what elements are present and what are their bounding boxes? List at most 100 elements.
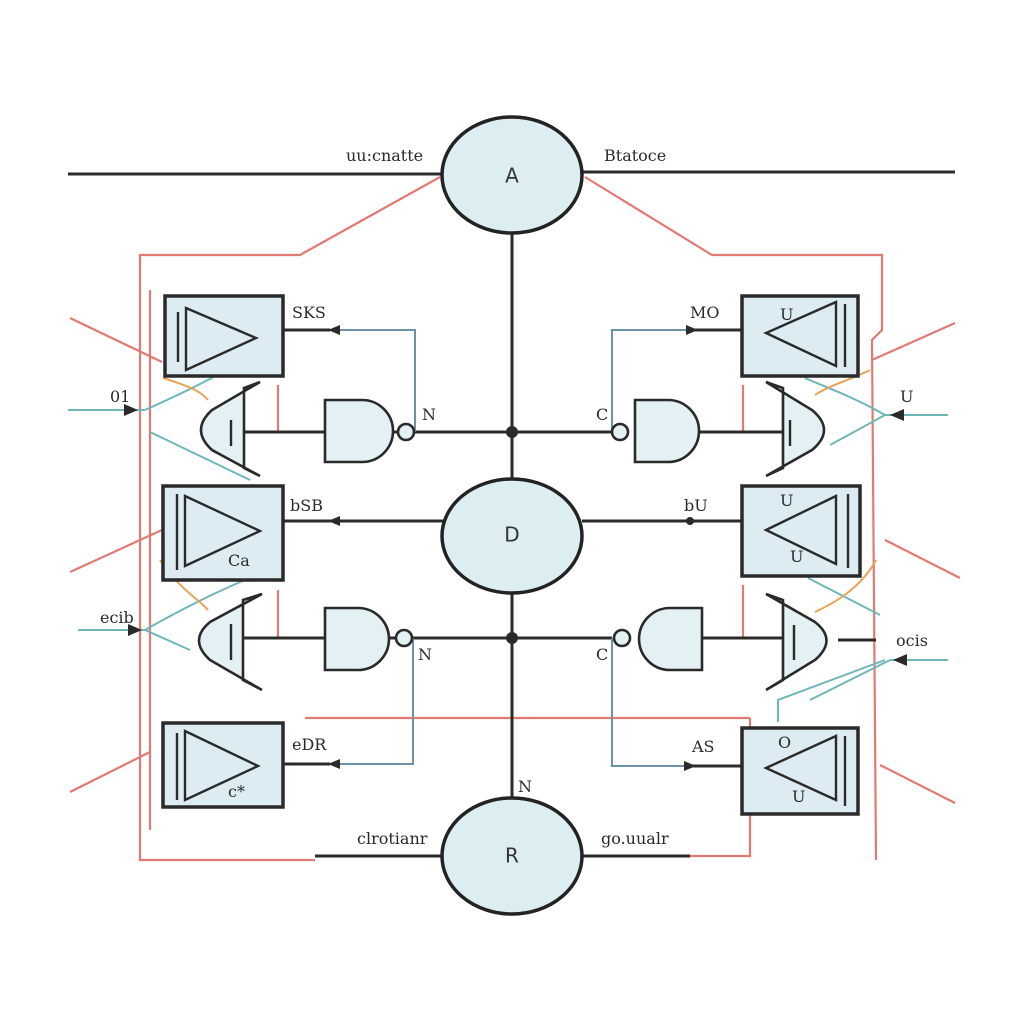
nand-gate-icon[interactable] bbox=[633, 398, 701, 464]
amp-box[interactable] bbox=[740, 726, 860, 816]
labels: uu:cnatte Btatoce clrotianr go.uualr SKS… bbox=[100, 146, 928, 848]
main-bus bbox=[68, 170, 955, 858]
amp-left-1[interactable] bbox=[163, 294, 285, 378]
gate-label-right-upper: C bbox=[596, 405, 608, 424]
arrow-in-right-2 bbox=[893, 654, 907, 666]
red-wire-diag-r1 bbox=[871, 321, 956, 362]
teal-curve-r2 bbox=[807, 577, 881, 616]
red-wire-diag-l3 bbox=[69, 751, 151, 793]
comparator-shape[interactable] bbox=[765, 380, 826, 478]
amp-label-left-2: bSB bbox=[290, 496, 323, 515]
orange-wire-r1 bbox=[814, 369, 871, 396]
signal-wires bbox=[68, 325, 948, 771]
nand-left-lower[interactable] bbox=[323, 606, 414, 672]
amplifier-triangle-icon bbox=[183, 729, 261, 802]
red-wire-diag-l1 bbox=[69, 317, 163, 363]
inverter-bubble bbox=[610, 422, 630, 442]
comparator-left-1[interactable] bbox=[199, 380, 325, 478]
node-d-ellipse[interactable] bbox=[440, 477, 584, 595]
red-wire-top-right bbox=[584, 176, 884, 861]
input-label-left-lower: ecib bbox=[100, 608, 134, 627]
orange-wire-r2 bbox=[814, 559, 877, 613]
arrow-left-2 bbox=[328, 516, 340, 526]
amp-right-3[interactable]: O U bbox=[740, 726, 860, 816]
gate-label-right-lower: C bbox=[596, 645, 608, 664]
teal-wire-r3 bbox=[777, 659, 886, 722]
nand-gate-icon[interactable] bbox=[323, 606, 391, 672]
nand-gate-icon[interactable] bbox=[637, 606, 704, 672]
amp-label-right-2: bU bbox=[684, 496, 708, 515]
red-wire-diag-r3 bbox=[879, 764, 956, 804]
comparator-right-1[interactable] bbox=[700, 380, 826, 478]
bus-label-top-left: uu:cnatte bbox=[346, 146, 423, 165]
amp-box[interactable] bbox=[163, 294, 285, 378]
input-label-left-upper: 01 bbox=[110, 387, 130, 406]
inverter-bubble bbox=[612, 628, 632, 648]
arrow-in-left-2 bbox=[128, 624, 142, 636]
nand-left-upper[interactable] bbox=[323, 398, 416, 464]
amp-left-2[interactable]: Ca bbox=[161, 484, 285, 582]
amp-left-3[interactable]: c* bbox=[161, 721, 285, 809]
nand-right-upper[interactable] bbox=[610, 398, 701, 464]
comparator-right-2[interactable] bbox=[702, 592, 876, 692]
amp-label-left-3: eDR bbox=[292, 735, 327, 754]
gate-label-left-upper: N bbox=[422, 405, 436, 424]
junction-upper bbox=[506, 426, 518, 438]
arrow-in-right-1 bbox=[890, 409, 904, 421]
amp-box[interactable] bbox=[161, 721, 285, 809]
arrow-right-1 bbox=[686, 325, 698, 335]
comparator-shape[interactable] bbox=[765, 592, 828, 692]
nand-gate-icon[interactable] bbox=[323, 398, 395, 464]
amp-inner-label: c* bbox=[228, 782, 245, 801]
node-tap-label: N bbox=[518, 777, 532, 796]
red-wire-top-left bbox=[138, 176, 441, 862]
amp-label-right-1: MO bbox=[690, 303, 720, 322]
node-a-label: A bbox=[505, 164, 519, 188]
teal-curve-r1 bbox=[804, 377, 886, 416]
arrow-in-left-1 bbox=[124, 404, 138, 416]
amplifier-triangle-icon bbox=[763, 494, 838, 566]
node-a[interactable]: A bbox=[440, 115, 584, 235]
teal-curve-r2b bbox=[809, 659, 891, 701]
bus-label-top-right: Btatoce bbox=[604, 146, 666, 165]
amplifier-triangle-icon bbox=[184, 306, 259, 372]
amplifier-triangle-icon bbox=[763, 300, 838, 368]
amp-inner-label: Ca bbox=[228, 551, 250, 570]
amp-right-1[interactable]: U bbox=[740, 294, 860, 378]
feedback-left-1 bbox=[330, 329, 416, 432]
amp-inner-label-top: O bbox=[778, 733, 791, 752]
node-r-ellipse[interactable] bbox=[440, 796, 584, 916]
amp-box[interactable] bbox=[740, 294, 860, 378]
node-d-label: D bbox=[504, 523, 519, 547]
amp-right-2[interactable]: U U bbox=[740, 484, 862, 578]
red-wire-diag-l2 bbox=[69, 528, 163, 574]
input-label-right-lower: ocis bbox=[896, 631, 928, 650]
amp-label-left-1: SKS bbox=[292, 303, 326, 322]
bus-label-bottom-right: go.uualr bbox=[601, 829, 669, 848]
gate-label-left-lower: N bbox=[418, 645, 432, 664]
input-label-right-upper: U bbox=[900, 387, 913, 406]
node-d[interactable]: D bbox=[440, 477, 584, 595]
teal-curve-l2b bbox=[144, 629, 191, 651]
amp-inner-label-bottom: U bbox=[790, 547, 803, 566]
arrow-left-3 bbox=[328, 759, 340, 769]
arrow-left-1 bbox=[328, 325, 340, 335]
comparator-left-2[interactable] bbox=[197, 592, 325, 692]
arrow-right-3 bbox=[684, 761, 696, 771]
amp-box[interactable] bbox=[740, 484, 862, 578]
amp-inner-label-top: U bbox=[780, 491, 793, 510]
teal-curve-r1b bbox=[829, 414, 886, 446]
dot-right-2 bbox=[686, 517, 694, 525]
amp-inner-label-bottom: U bbox=[792, 787, 805, 806]
feedback-right-3 bbox=[611, 638, 693, 767]
red-wires bbox=[69, 176, 961, 862]
feedback-right-1 bbox=[611, 329, 695, 432]
teal-curve-l1b bbox=[149, 431, 251, 481]
node-a-ellipse[interactable] bbox=[440, 115, 584, 235]
amp-label-right-3: AS bbox=[691, 737, 715, 756]
bus-label-bottom-left: clrotianr bbox=[357, 829, 428, 848]
orange-wire-l1 bbox=[162, 377, 209, 401]
node-r[interactable]: R bbox=[440, 796, 584, 916]
nand-right-lower[interactable] bbox=[612, 606, 704, 672]
amp-box[interactable] bbox=[161, 484, 285, 582]
